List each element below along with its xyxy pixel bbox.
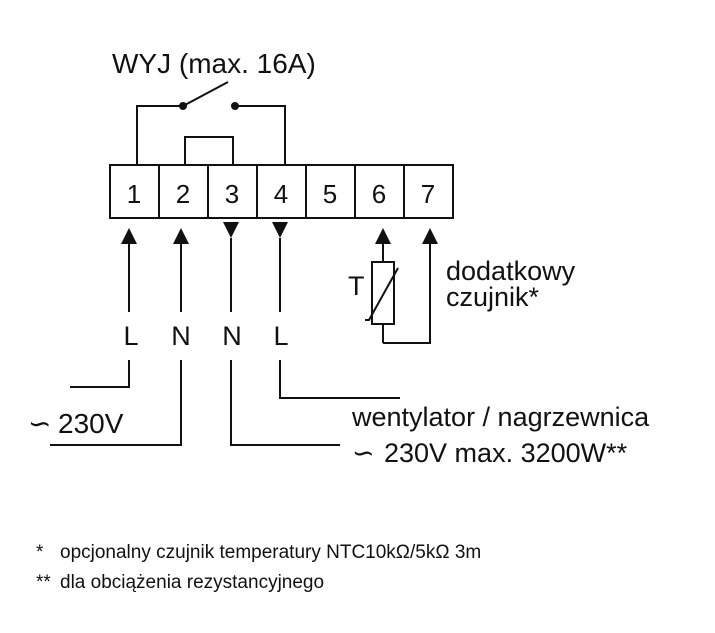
sensor-label-line-1: dodatkowy <box>446 256 576 286</box>
sensor-label-line-2: czujnik* <box>446 282 540 312</box>
footnote-mark: ** <box>36 572 51 593</box>
terminal-number: 7 <box>421 179 435 209</box>
terminal-number: 2 <box>176 179 190 209</box>
thermistor-slash <box>365 267 399 321</box>
wire-terminal-3 <box>223 222 340 446</box>
footnote-text: opcjonalny czujnik temperatury NTC10kΩ/5… <box>60 542 481 563</box>
thermistor-sensor: T <box>348 228 438 344</box>
arrow-down-icon <box>272 222 288 238</box>
supply-letter: N <box>222 321 242 351</box>
terminal-number: 6 <box>372 179 386 209</box>
sensor-symbol: T <box>348 271 365 301</box>
load-spec: 230V max. 3200W** <box>384 438 628 468</box>
ac-tilde-icon: ∽ <box>28 408 51 439</box>
arrow-up-icon <box>375 228 391 244</box>
terminal-number: 4 <box>274 179 288 209</box>
arrow-down-icon <box>223 222 239 238</box>
ac-tilde-icon: ∽ <box>352 438 375 468</box>
terminal-block: 1 2 3 4 5 6 7 <box>109 164 454 219</box>
terminal-number: 5 <box>323 179 337 209</box>
supply-letter: L <box>123 321 138 351</box>
terminal-number: 3 <box>225 179 239 209</box>
terminal-5 <box>305 164 356 219</box>
bridge-2-3 <box>184 136 234 165</box>
terminal-7 <box>403 164 454 219</box>
terminal-4 <box>256 164 307 219</box>
terminal-number: 1 <box>127 179 141 209</box>
arrow-up-icon <box>121 228 137 244</box>
terminal-3 <box>207 164 258 219</box>
supply-letter: N <box>171 321 191 351</box>
wire-terminal-1 <box>70 228 137 388</box>
terminal-1 <box>109 164 160 219</box>
wire-terminal-4 <box>272 222 400 399</box>
relay-label: WYJ (max. 16A) <box>112 48 316 79</box>
footnote-mark: * <box>36 542 44 563</box>
relay-switch-symbol <box>136 81 286 165</box>
load-title: wentylator / nagrzewnica <box>351 402 650 432</box>
arrow-up-icon <box>422 228 438 244</box>
terminal-6 <box>354 164 405 219</box>
footnote-text: dla obciążenia rezystancyjnego <box>60 572 324 593</box>
supply-letter: L <box>273 321 288 351</box>
wire-terminal-2 <box>50 228 189 446</box>
supply-voltage: 230V <box>58 408 124 439</box>
arrow-up-icon <box>173 228 189 244</box>
